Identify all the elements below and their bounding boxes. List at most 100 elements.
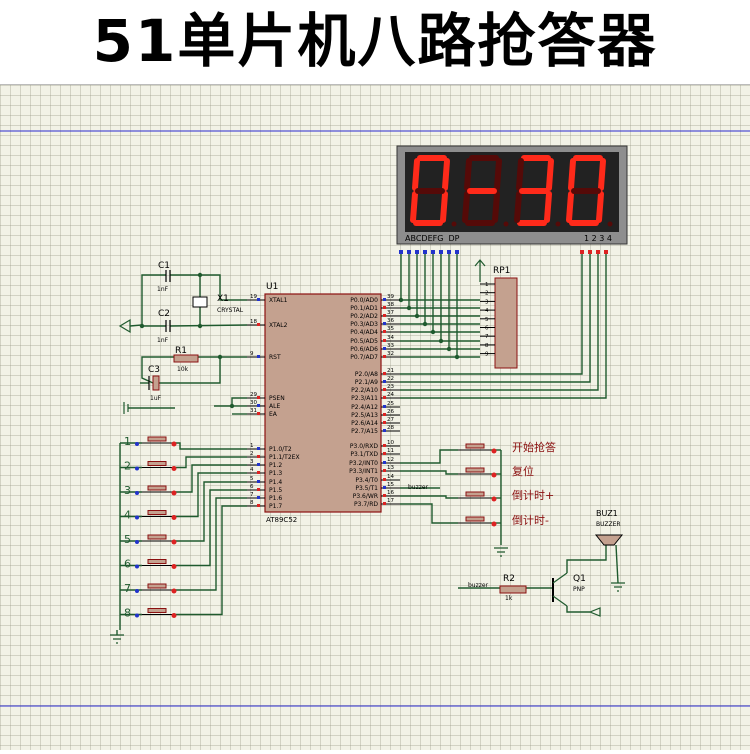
mcu-pin-number: 17 (387, 498, 394, 504)
rp1-ref: RP1 (493, 266, 510, 276)
mcu-pin-name: RST (269, 354, 281, 361)
player-button-cap (147, 461, 167, 466)
mcu-pin-name: P2.5/A13 (351, 412, 378, 419)
digit-segment (516, 158, 524, 191)
mcu-pin-name: P1.7 (269, 503, 282, 510)
mcu-pin-state (383, 461, 386, 464)
display-seg-pins-label: ABCDEFG DP (405, 234, 460, 243)
mcu-pin-state (383, 486, 386, 489)
player-button-led (135, 564, 139, 569)
mcu-pin-name: P1.0/T2 (269, 446, 292, 453)
mcu-pin-state (383, 322, 386, 325)
player-button-cap (147, 510, 167, 515)
mcu-pin-number: 39 (387, 294, 394, 300)
mcu-pin-number: 30 (250, 400, 257, 406)
digit-segment (440, 191, 448, 223)
player-button-led (135, 589, 139, 593)
wire (566, 545, 607, 573)
display-com-pin (604, 250, 608, 254)
mcu-pin-number: 32 (387, 351, 394, 357)
display-com-pins-label: 1 2 3 4 (584, 234, 612, 243)
rp1-body (494, 277, 518, 369)
digit-segment (568, 158, 576, 191)
player-button-cap (147, 436, 167, 442)
wire (172, 489, 247, 567)
mcu-pin-name: P0.6/AD6 (350, 346, 378, 353)
mcu-pin-name: P1.2 (269, 462, 282, 469)
digit-segment (410, 191, 418, 223)
mcu-pin-number: 22 (387, 376, 394, 382)
buzzer-driver: buzzer buzzer R2 1k Q1 PNP BUZ1 BUZZER (110, 484, 625, 644)
mcu-pin-number: 38 (387, 302, 394, 308)
digit-segment (546, 158, 554, 191)
display-pin (455, 250, 459, 254)
mcu-pin-state (383, 478, 386, 481)
digit-dp (503, 221, 509, 227)
mcu-pin-number: 15 (387, 482, 394, 488)
digit-segment (544, 191, 552, 223)
digit-segment (464, 158, 472, 191)
control-button-indicator (491, 496, 497, 502)
player-button-cap (147, 559, 167, 564)
mcu-pin-state (383, 469, 386, 472)
digit-segment (462, 191, 470, 223)
mcu-pin-number: 35 (387, 326, 394, 332)
player-button-label: 5 (124, 533, 131, 546)
digit-segment (514, 191, 522, 223)
q1-value: PNP (573, 586, 585, 593)
mcu-pin-name: XTAL1 (269, 297, 288, 304)
display-pin (399, 250, 403, 254)
rp1-pin-number: 1 (485, 282, 489, 288)
mcu-pin-state (257, 447, 260, 450)
mcu-pin-state (383, 452, 386, 455)
mcu-pin-number: 23 (387, 384, 394, 390)
mcu-pin-number: 16 (387, 490, 394, 496)
mcu-pin-number: 27 (387, 417, 394, 423)
mcu-pin-number: 25 (387, 401, 394, 407)
mcu-pin-number: 2 (250, 451, 254, 457)
display-pin (439, 250, 443, 254)
buzzer-icon (594, 534, 624, 546)
digit-segment (598, 158, 606, 191)
mcu-pin-name: P1.3 (269, 470, 282, 477)
rp1-pin-number: 5 (485, 317, 489, 323)
mcu-pin-name: P3.2/INT0 (349, 460, 378, 467)
wire (170, 274, 247, 301)
rp1-pin-number: 3 (485, 299, 489, 305)
display-com-pin (588, 250, 592, 254)
junction-dot (446, 346, 452, 352)
player-button-label: 8 (124, 607, 131, 620)
mcu-pin-number: 13 (387, 465, 394, 471)
control-button-label: 开始抢答 (512, 440, 556, 454)
player-button-label: 7 (124, 582, 131, 595)
wire (615, 544, 619, 584)
mcu-pin-name: P2.0/A8 (355, 371, 378, 378)
wire (129, 274, 166, 327)
mcu-pin-name: P2.3/A11 (351, 395, 378, 402)
mcu-pin-name: P2.6/A14 (351, 420, 378, 427)
junction-dot (438, 338, 444, 344)
player-button-led (135, 515, 139, 520)
mcu-pin-state (383, 494, 386, 497)
mcu-pin-number: 33 (387, 343, 394, 349)
mcu-pin-number: 19 (250, 294, 257, 300)
wire (400, 254, 442, 342)
control-button-indicator (491, 448, 497, 454)
mcu-pin-number: 7 (250, 492, 254, 498)
mcu-pin-name: P2.7/A15 (351, 428, 378, 435)
rp1-pin-number: 8 (485, 343, 489, 349)
mcu-pin-name: P0.0/AD0 (350, 297, 378, 304)
player-button-indicator (171, 564, 177, 569)
mcu-pin-state (383, 339, 386, 342)
display-pin (415, 250, 419, 254)
player-button-label: 3 (124, 484, 131, 497)
display-com-pin (580, 250, 584, 254)
player-button-label: 4 (124, 509, 131, 522)
control-button-cap (465, 443, 485, 449)
rp1-pin-number: 9 (485, 352, 489, 358)
wire (159, 357, 221, 384)
mcu-pin-number: 36 (387, 318, 394, 324)
oscillator-circuit: C1 1nF C2 1nF X1 CRYSTAL (118, 261, 244, 344)
